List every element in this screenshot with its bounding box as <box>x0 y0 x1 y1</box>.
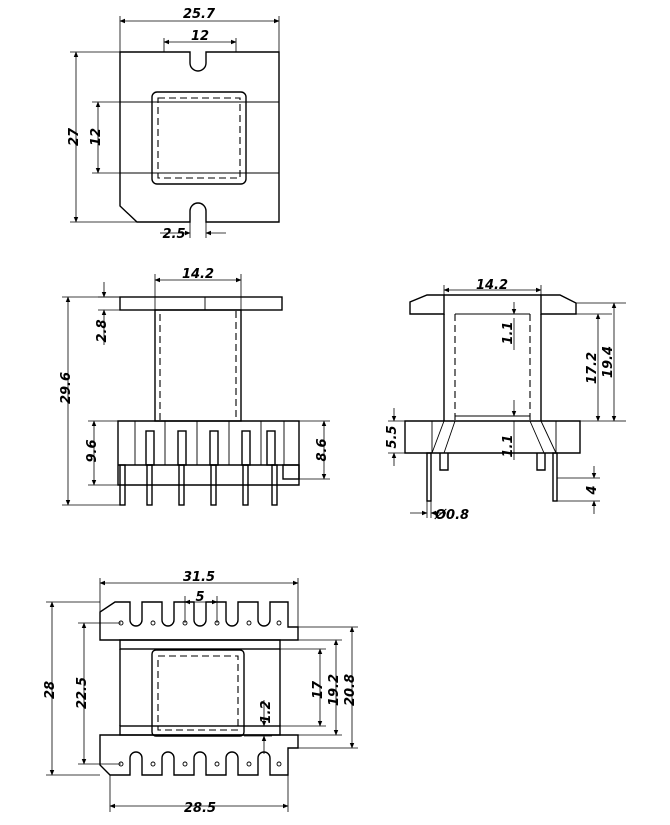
top-window-label: 12 <box>89 128 104 146</box>
bottom-inner-17-label: 17 <box>311 680 326 699</box>
bottom-core-height-label: 22.5 <box>75 677 90 709</box>
front-base-height-label: 9.6 <box>85 439 100 462</box>
side-winding-height-label: 17.2 <box>585 352 600 384</box>
bottom-overall-width-label: 31.5 <box>183 570 215 585</box>
side-wall-top-label: 1.1 <box>501 321 516 344</box>
bottom-overall-height-label: 28 <box>43 681 58 699</box>
side-pin-diameter-label: Ø0.8 <box>434 508 469 523</box>
top-slot-span-label: 12 <box>191 29 209 44</box>
side-flange-width-label: 14.2 <box>476 278 508 293</box>
front-base-block-label: 8.6 <box>315 438 330 461</box>
bottom-inner-208-label: 20.8 <box>343 674 358 706</box>
side-base-height-label: 5.5 <box>385 425 400 448</box>
top-view: 25.7 12 27 12 2.5 <box>67 7 280 242</box>
front-view: 14.2 2.8 29.6 9.6 8.6 <box>59 267 330 506</box>
front-total-height-label: 29.6 <box>59 372 74 404</box>
bottom-pin-pitch-label: 5 <box>195 590 204 605</box>
side-pin-length-label: 4 <box>585 485 600 495</box>
bottom-base-width-label: 28.5 <box>184 801 216 816</box>
top-width-label: 25.7 <box>183 7 216 22</box>
top-height-label: 27 <box>67 127 82 146</box>
side-flange-height-label: 19.4 <box>601 346 616 378</box>
front-flange-width-label: 14.2 <box>182 267 214 282</box>
bottom-wall-label: 1.2 <box>259 700 274 723</box>
side-wall-bottom-label: 1.1 <box>501 434 516 457</box>
front-flange-thickness-label: 2.8 <box>95 319 110 342</box>
side-view: 14.2 1.1 1.1 17.2 19.4 5.5 4 <box>385 278 626 523</box>
top-slot-width-label: 2.5 <box>162 227 185 242</box>
bottom-inner-192-label: 19.2 <box>327 674 342 706</box>
bottom-view: 31.5 5 28 22.5 1.2 17 19.2 <box>43 570 358 816</box>
